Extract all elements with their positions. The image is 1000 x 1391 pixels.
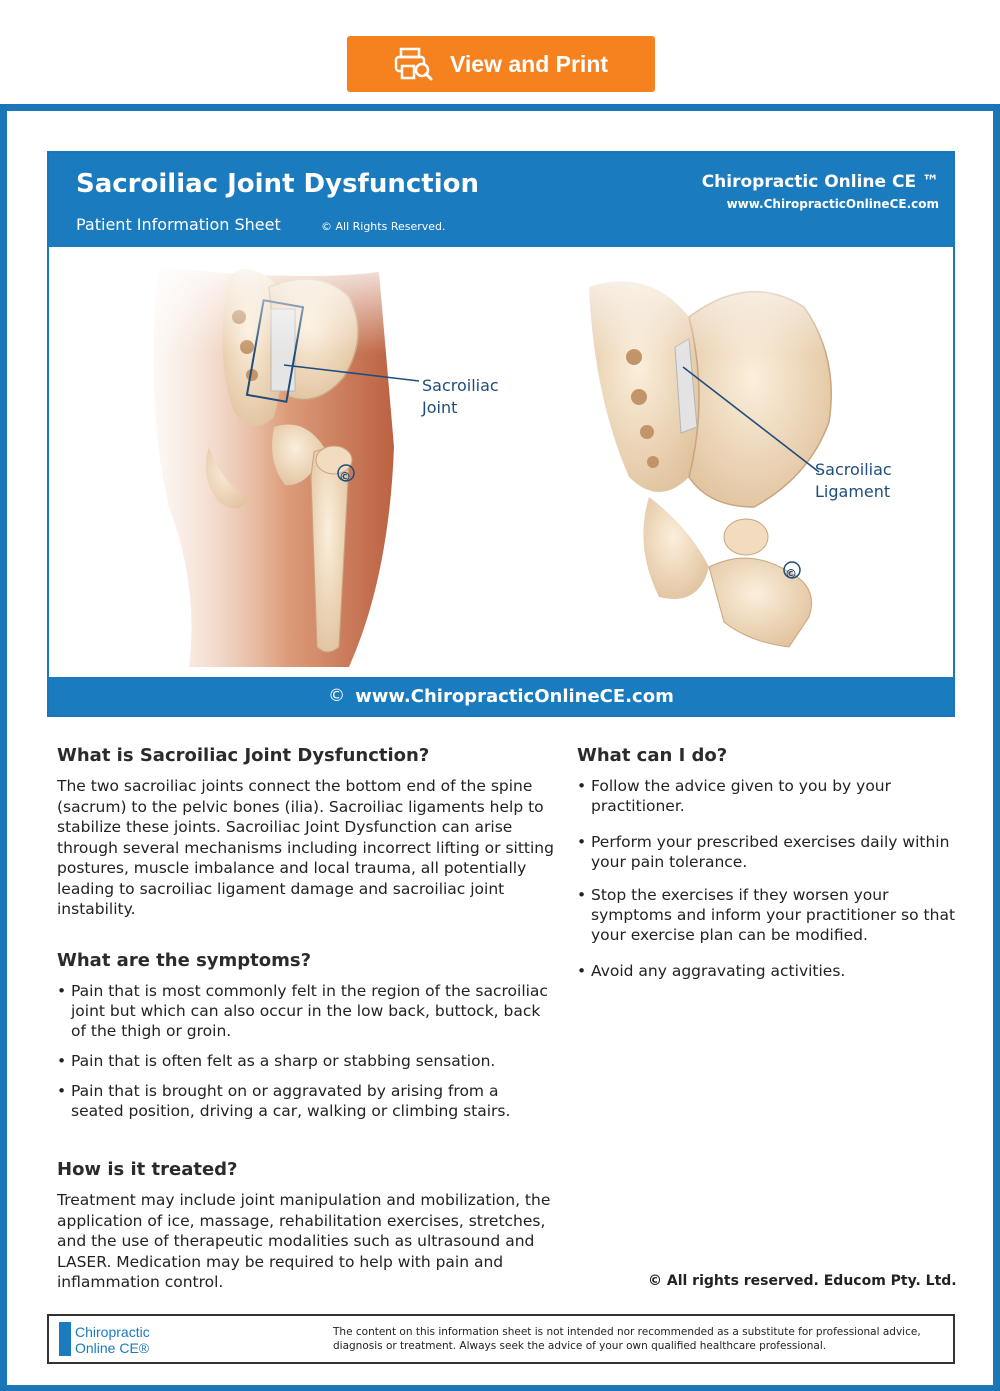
sacroiliac-ligament-label-line2: Ligament	[815, 482, 891, 501]
logo-line-2: Online CE®	[75, 1340, 150, 1356]
brand-name: Chiropractic Online CE ™	[701, 172, 939, 192]
spine-logo-icon	[59, 1322, 71, 1356]
pelvis-illustration	[49, 247, 953, 677]
chiropractic-online-ce-logo: Chiropractic Online CE®	[59, 1321, 169, 1357]
can-do-item: Follow the advice given to you by your p…	[577, 776, 961, 816]
footer-copyright: ©	[328, 686, 346, 706]
copyright-mark-right: ©	[785, 567, 797, 581]
symptom-item: Pain that is brought on or aggravated by…	[57, 1081, 551, 1121]
brand-url: www.ChiropracticOnlineCE.com	[726, 197, 939, 211]
can-do-item: Avoid any aggravating activities.	[577, 961, 961, 981]
disclaimer-box: Chiropractic Online CE® The content on t…	[47, 1314, 955, 1364]
header-rights: © All Rights Reserved.	[321, 220, 446, 233]
sacroiliac-joint-label-line2: Joint	[422, 398, 458, 417]
logo-line-1: Chiropractic	[75, 1324, 150, 1340]
sacroiliac-joint-label-line1: Sacroiliac	[422, 376, 499, 395]
symptom-item: Pain that is often felt as a sharp or st…	[57, 1051, 551, 1071]
all-rights-notice: © All rights reserved. Educom Pty. Ltd.	[648, 1273, 957, 1289]
copyright-mark-left: ©	[339, 470, 351, 484]
heading-can-do: What can I do?	[577, 745, 728, 766]
sheet-footer: © www.ChiropracticOnlineCE.com	[49, 677, 953, 715]
view-and-print-label: View and Print	[449, 50, 609, 77]
treated-text: Treatment may include joint manipulation…	[57, 1191, 551, 1291]
sacroiliac-ligament-label-line1: Sacroiliac	[815, 460, 892, 479]
sheet-header: Sacroiliac Joint Dysfunction Patient Inf…	[49, 153, 953, 247]
sacroiliac-ligament-label: Sacroiliac Ligament	[815, 459, 892, 503]
what-is-text: The two sacroiliac joints connect the bo…	[57, 777, 554, 918]
printer-search-icon	[394, 47, 433, 81]
heading-what-is: What is Sacroiliac Joint Dysfunction?	[57, 745, 430, 766]
top-toolbar: View and Print	[0, 0, 1000, 104]
info-sheet-card: Sacroiliac Joint Dysfunction Patient Inf…	[47, 151, 955, 717]
disclaimer-text: The content on this information sheet is…	[333, 1326, 921, 1352]
heading-treated: How is it treated?	[57, 1159, 238, 1180]
sheet-subtitle: Patient Information Sheet	[76, 215, 281, 234]
view-and-print-button[interactable]: View and Print	[347, 36, 655, 92]
can-do-item: Perform your prescribed exercises daily …	[577, 832, 961, 872]
symptom-item: Pain that is most commonly felt in the r…	[57, 981, 551, 1041]
footer-url: www.ChiropracticOnlineCE.com	[355, 685, 674, 707]
sheet-title: Sacroiliac Joint Dysfunction	[76, 169, 480, 199]
sacroiliac-joint-label: Sacroiliac Joint	[422, 375, 499, 419]
can-do-item: Stop the exercises if they worsen your s…	[577, 885, 961, 945]
heading-symptoms: What are the symptoms?	[57, 950, 312, 971]
